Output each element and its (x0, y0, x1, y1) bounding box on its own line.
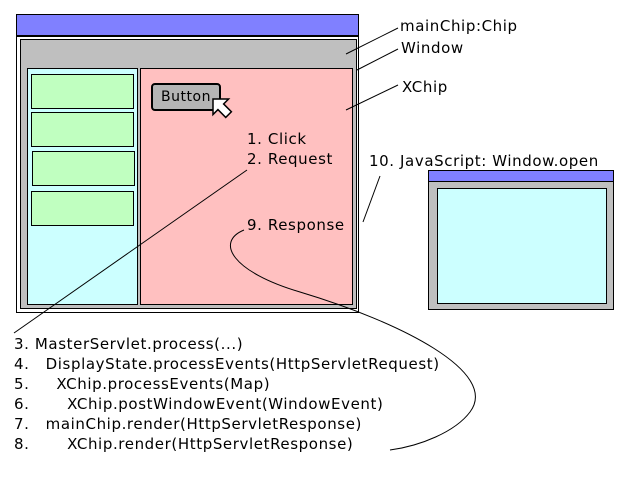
main-window-title-bar (16, 14, 359, 36)
step-response: 9. Response (247, 216, 345, 234)
call-step-6: 6. XChip.postWindowEvent(WindowEvent) (14, 395, 384, 413)
label-xchip: XChip (402, 78, 448, 96)
label-window-open: 10. JavaScript: Window.open (369, 152, 599, 170)
step-click: 1. Click (247, 130, 307, 148)
leader-window (356, 48, 399, 71)
label-main-chip: mainChip:Chip (400, 17, 518, 35)
call-step-5: 5. XChip.processEvents(Map) (14, 375, 271, 393)
label-window: Window (401, 39, 464, 57)
call-step-7: 7. mainChip.render(HttpServletResponse) (14, 415, 363, 433)
green-item-4 (31, 191, 134, 226)
green-item-3 (32, 151, 135, 186)
window-open-line (362, 175, 381, 223)
step-request: 2. Request (247, 150, 334, 168)
popup-content (437, 188, 607, 304)
green-item-2 (31, 112, 134, 147)
call-step-3: 3. MasterServlet.process(...) (14, 335, 244, 353)
demo-button[interactable]: Button (151, 83, 221, 111)
green-item-1 (31, 74, 134, 109)
call-step-4: 4. DisplayState.processEvents(HttpServle… (14, 355, 440, 373)
call-step-8: 8. XChip.render(HttpServletResponse) (14, 435, 354, 453)
